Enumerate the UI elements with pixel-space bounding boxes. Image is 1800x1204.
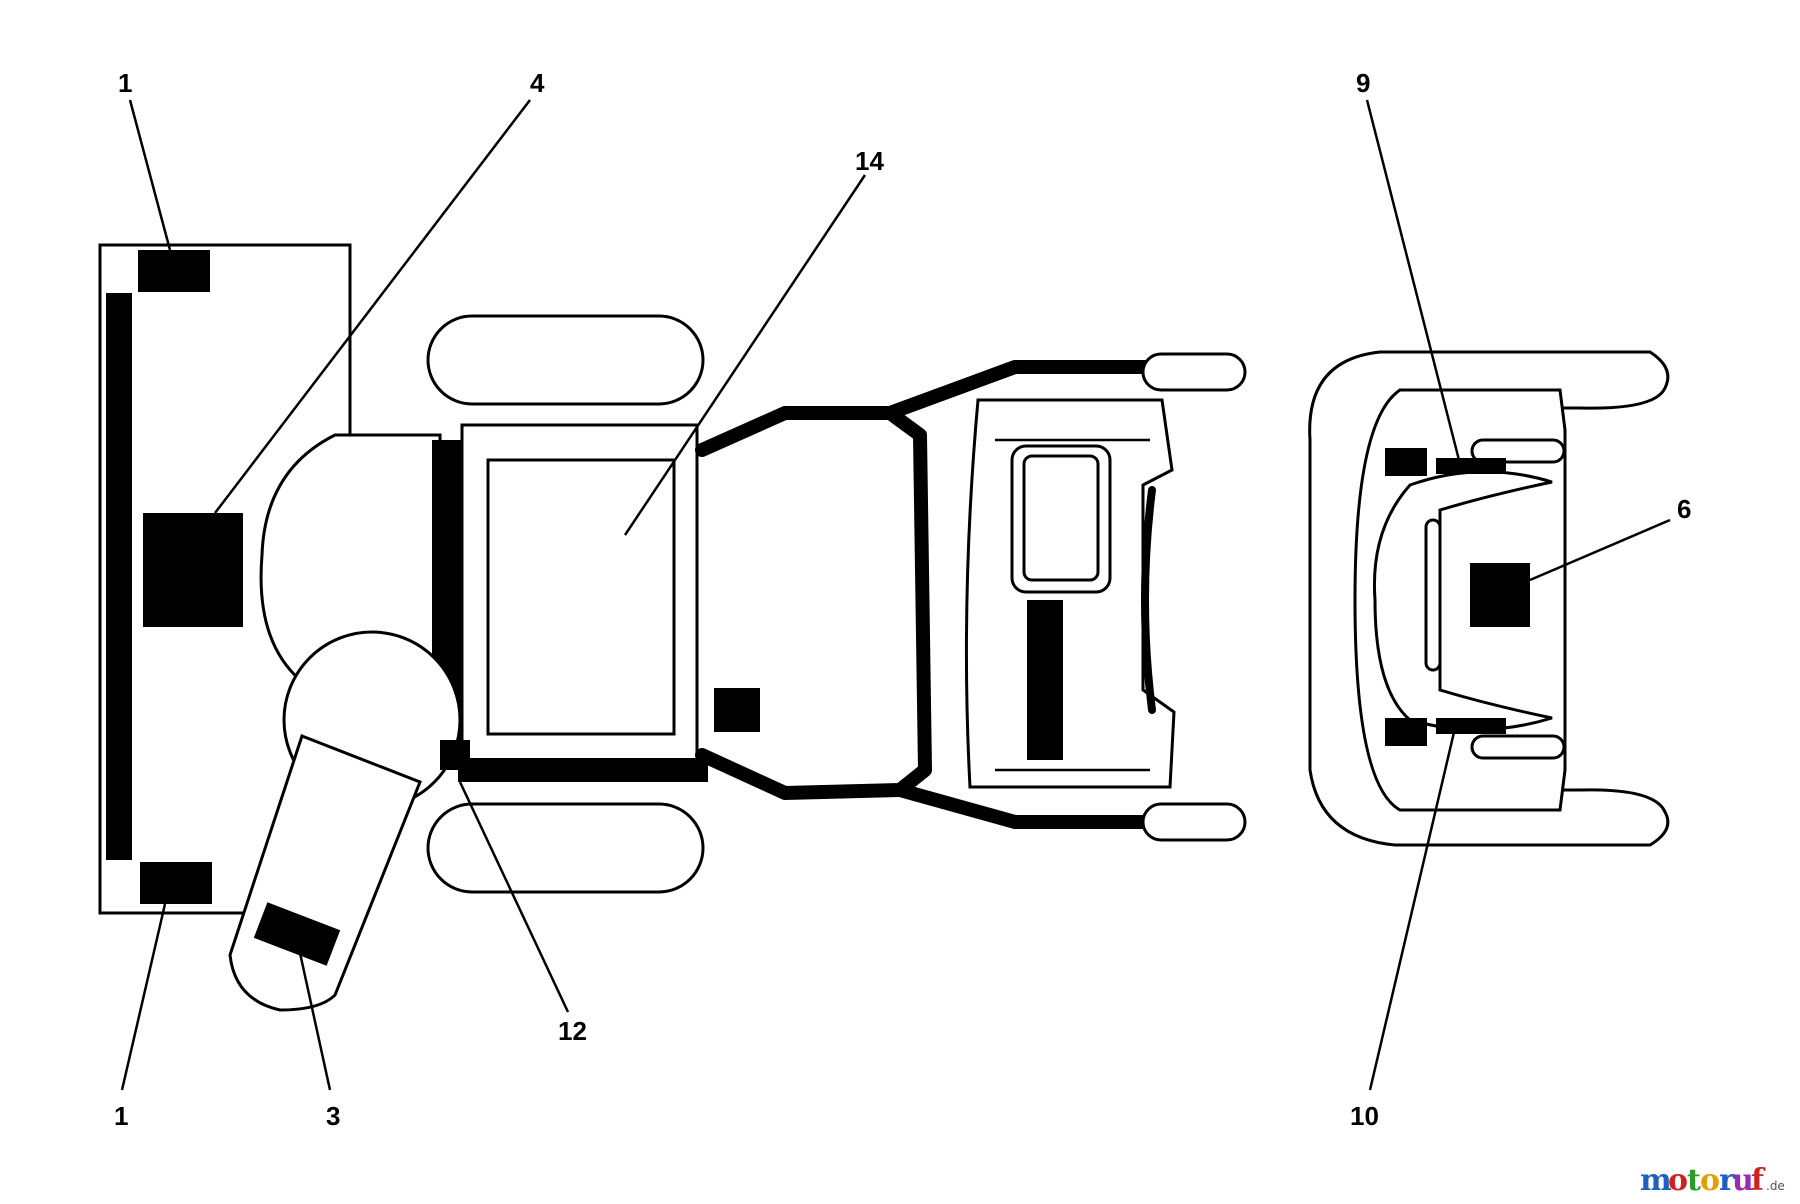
grip-top	[1141, 352, 1247, 392]
watermark-letter: t	[1687, 1163, 1701, 1198]
handlebars	[695, 352, 1247, 842]
watermark-letter: f	[1751, 1163, 1766, 1198]
decal-1-top	[138, 250, 210, 292]
callout-1-bottom: 1	[114, 1101, 128, 1131]
grip-bottom	[1141, 802, 1247, 842]
rear-handle-assembly	[1308, 350, 1670, 847]
watermark-suffix: .de	[1766, 1179, 1785, 1193]
engine-housing	[259, 433, 464, 810]
callout-1-top: 1	[118, 68, 132, 98]
decal-6	[1470, 563, 1530, 627]
decal-9-left	[1385, 448, 1427, 476]
chute-crank	[228, 734, 422, 1012]
decal-10-left	[1385, 718, 1427, 746]
decal-4	[143, 513, 243, 627]
callout-6: 6	[1677, 494, 1691, 524]
decal-9	[1436, 458, 1506, 474]
callout-9: 9	[1356, 68, 1370, 98]
watermark-letter: o	[1668, 1163, 1688, 1198]
watermark-letter: o	[1700, 1163, 1720, 1198]
decal-10	[1436, 718, 1506, 734]
tire-top	[426, 314, 705, 406]
callout-10: 10	[1350, 1101, 1379, 1131]
decal-1-bottom	[140, 862, 212, 904]
tire-bottom	[426, 802, 705, 894]
callout-4: 4	[530, 68, 545, 98]
callout-3: 3	[326, 1101, 340, 1131]
watermark-letter: m	[1640, 1163, 1672, 1198]
callout-14: 14	[855, 146, 884, 176]
decal-3	[253, 902, 341, 966]
watermark-letter: u	[1732, 1163, 1754, 1198]
callouts: 1 4 14 9 6 12 1 3 10	[114, 68, 1691, 1131]
callout-12: 12	[558, 1016, 587, 1046]
dash-panel	[964, 398, 1176, 789]
watermark-letter: r	[1719, 1163, 1736, 1198]
decal-under-frame	[714, 688, 760, 732]
leader-lines	[120, 99, 1671, 1091]
main-frame	[440, 423, 760, 782]
